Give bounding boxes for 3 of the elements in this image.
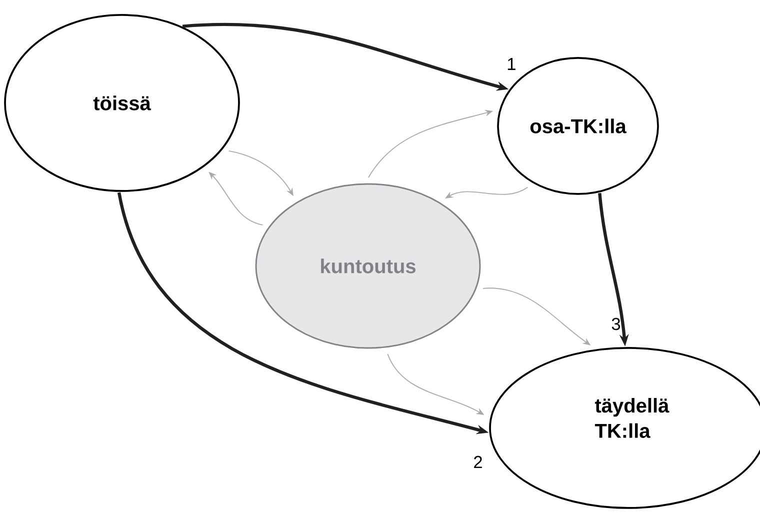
edge-label: 1: [508, 58, 516, 70]
edge-label: 2: [474, 456, 482, 468]
edge-label: 3: [612, 318, 620, 330]
